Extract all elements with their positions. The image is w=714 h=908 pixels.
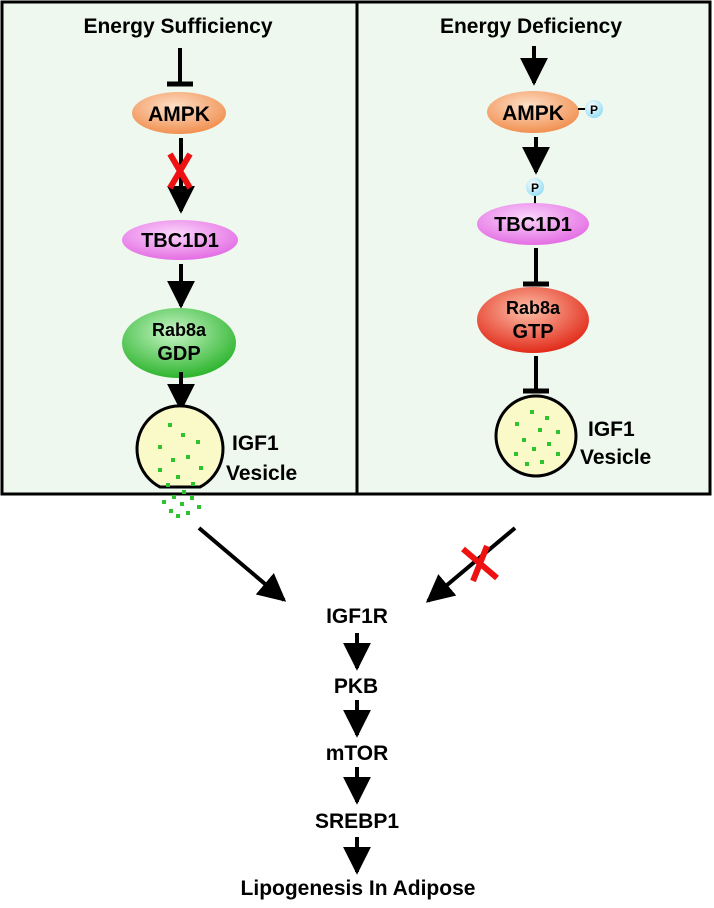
left-title: Energy Sufficiency [83, 15, 272, 38]
left-ampk-node [132, 92, 226, 134]
vesicle-icon [135, 404, 225, 518]
inhibition-bar-icon [523, 248, 549, 287]
right-vesicle-label-2: Vesicle [580, 446, 651, 469]
ampk-phospho-label: P [590, 103, 598, 117]
tbc1d1-phospho-label: P [531, 181, 539, 195]
mtor-label: mTOR [326, 742, 389, 765]
pkb-label: PKB [334, 675, 378, 698]
right-rab8a-gtp-node [477, 287, 589, 353]
vesicle-icon [494, 394, 578, 478]
red-x-block-icon [167, 152, 193, 190]
phosphate-icon [526, 178, 544, 196]
phosphate-icon [585, 100, 603, 118]
left-ampk-label: AMPK [148, 103, 210, 126]
activation-arrow-icon [197, 526, 287, 602]
red-x-block-icon [461, 544, 499, 583]
left-gdp-label: GDP [157, 343, 200, 365]
srebp1-label: SREBP1 [315, 810, 399, 833]
left-vesicle-label-2: Vesicle [226, 462, 297, 485]
igf1r-label: IGF1R [326, 605, 388, 628]
right-title: Energy Deficiency [440, 15, 622, 38]
left-rab8a-label: Rab8a [152, 320, 207, 340]
lipogenesis-label: Lipogenesis In Adipose [241, 877, 476, 900]
left-vesicle-label-1: IGF1 [232, 432, 279, 455]
right-vesicle-label-1: IGF1 [588, 418, 635, 441]
right-ampk-label: AMPK [502, 102, 564, 125]
left-rab8a-gdp-node [122, 308, 236, 378]
left-tbc1d1-label: TBC1D1 [141, 230, 219, 252]
right-gtp-label: GTP [512, 321, 553, 343]
right-tbc1d1-label: TBC1D1 [494, 214, 572, 236]
right-tbc1d1-node [477, 203, 589, 245]
activation-arrow-icon [425, 526, 517, 603]
right-ampk-node [487, 91, 579, 133]
inhibition-bar-icon [167, 48, 193, 87]
right-rab8a-label: Rab8a [506, 298, 561, 318]
left-tbc1d1-node [122, 220, 238, 260]
inhibition-bar-icon [523, 356, 549, 394]
